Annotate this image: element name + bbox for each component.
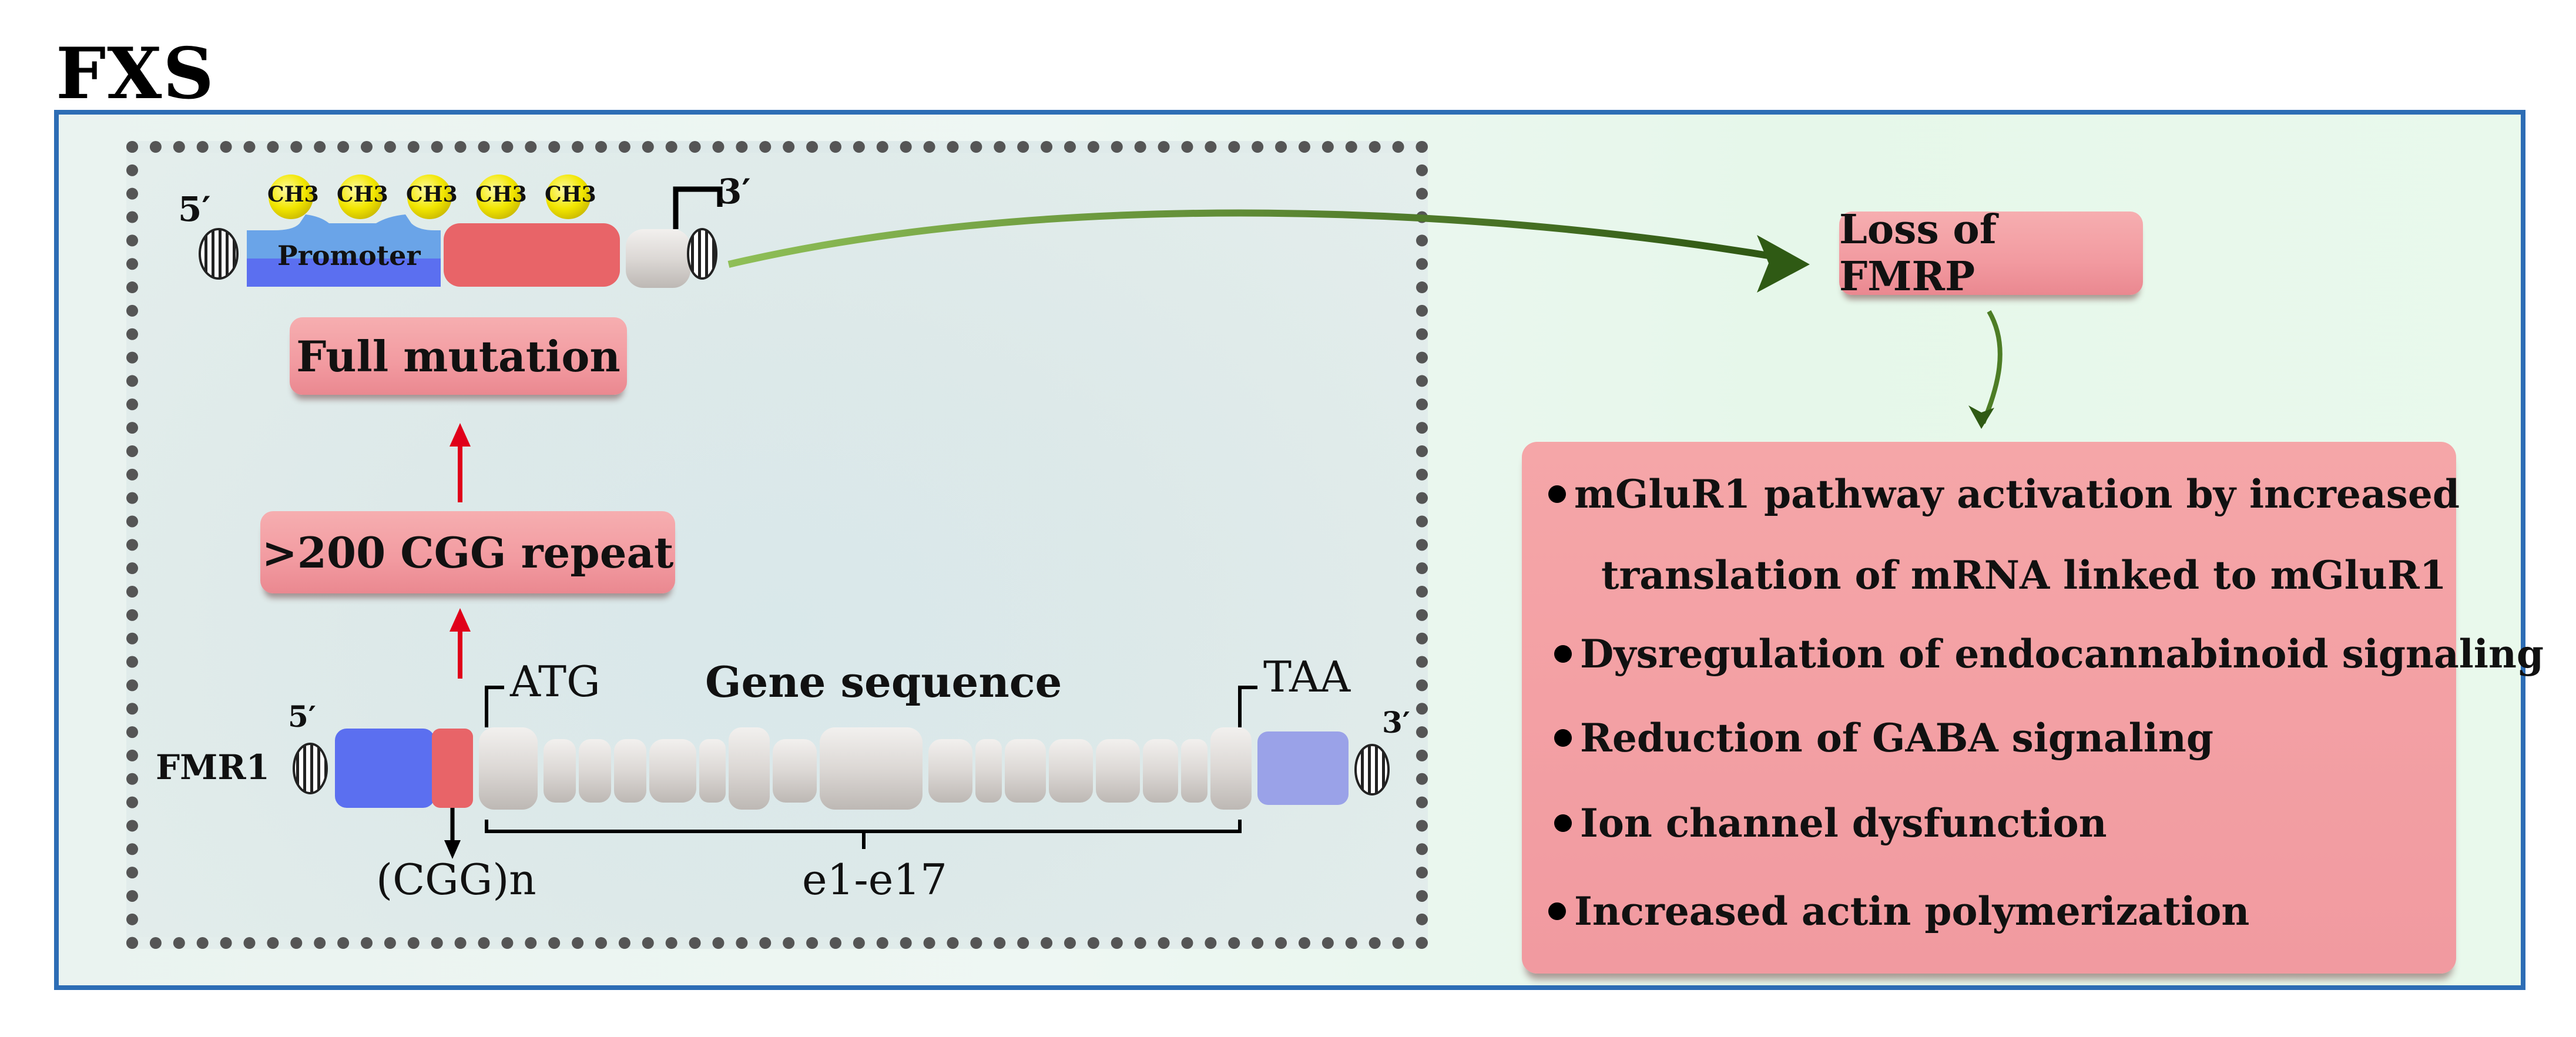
effect-item: Reduction of GABA signaling: [1554, 715, 2213, 761]
effect-text: Increased actin polymerization: [1574, 888, 2250, 934]
taa-marker: [1238, 686, 1257, 727]
cgg-repeat-box: >200 CGG repeat: [260, 511, 675, 593]
full-mutation-label: Full mutation: [296, 331, 620, 381]
helix-cap-right-top: [687, 228, 717, 280]
cgg-arrow-head: [444, 840, 461, 859]
methyl-label: CH3: [406, 182, 458, 207]
five-prime-bottom: 5′: [288, 699, 316, 734]
atg-label: ATG: [510, 657, 601, 706]
cgg-repeat-label: >200 CGG repeat: [261, 527, 674, 578]
arrow-head-small: [1968, 405, 1994, 429]
arrow-to-loss-fmrp: [727, 209, 1787, 268]
arrow-to-effects: [1981, 310, 2003, 424]
methyl-label: CH3: [475, 182, 527, 207]
cgg-segment: [432, 729, 473, 808]
methyl-ball: [269, 174, 313, 219]
effect-text: Ion channel dysfunction: [1580, 800, 2107, 846]
five-prime-top: 5′: [178, 189, 211, 229]
methyl-ball: [407, 174, 452, 219]
methyl-groups: [269, 174, 591, 219]
bullet-dot: [1548, 485, 1566, 503]
taa-label: TAA: [1263, 652, 1351, 702]
loss-fmrp-box: Loss of FMRP: [1839, 206, 2143, 300]
exons-label: e1-e17: [802, 855, 947, 904]
exon-bracket: [485, 820, 1242, 849]
gene-name: FMR1: [156, 747, 270, 787]
helix-cap-left-bottom: [293, 743, 328, 794]
methyl-label: CH3: [545, 182, 596, 207]
grey-segment-top: [626, 229, 690, 288]
effect-text: Reduction of GABA signaling: [1580, 715, 2214, 761]
cgg-n-label: (CGG)n: [376, 855, 536, 904]
figure-title: FXS: [56, 32, 215, 115]
promoter-bottom: [247, 259, 441, 287]
methyl-ball: [338, 174, 383, 219]
effects-panel: mGluR1 pathway activation by increased t…: [1522, 442, 2544, 974]
helix-cap-left-top: [199, 228, 239, 280]
promoter-segment-bottom: [335, 729, 435, 808]
three-prime-bottom: 3′: [1382, 705, 1410, 740]
bullet-dot: [1554, 729, 1572, 747]
bullet-dot: [1554, 814, 1572, 832]
effect-text: mGluR1 pathway activation by increased: [1574, 471, 2460, 517]
promoter-label: Promoter: [277, 240, 421, 271]
effect-text: translation of mRNA linked to mGluR1: [1601, 552, 2447, 598]
three-prime-top: 3′: [718, 172, 751, 212]
utr-segment: [1257, 731, 1349, 805]
loss-fmrp-label: Loss of FMRP: [1839, 206, 1997, 300]
bullet-dot: [1554, 645, 1572, 663]
methyl-label: CH3: [267, 182, 319, 207]
methyl-label: CH3: [337, 182, 388, 207]
effect-item: Ion channel dysfunction: [1554, 800, 2107, 846]
red-segment-top: [444, 223, 620, 287]
atg-marker: [485, 686, 504, 727]
methyl-ball: [477, 174, 521, 219]
helix-cap-right-bottom: [1354, 744, 1390, 796]
red-arrow-head-2: [450, 423, 471, 447]
methyl-ball: [546, 174, 591, 219]
effect-item: Increased actin polymerization: [1548, 888, 2249, 934]
full-mutation-box: Full mutation: [290, 317, 627, 395]
bullet-dot: [1548, 902, 1566, 920]
effect-item-continued: translation of mRNA linked to mGluR1: [1601, 552, 2447, 598]
gene-sequence-label: Gene sequence: [705, 657, 1062, 707]
exon-track: [479, 727, 1252, 810]
red-arrow-head-1: [450, 608, 471, 632]
effect-item: Dysregulation of endocannabinoid signali…: [1554, 631, 2544, 677]
tss-marker: [673, 186, 723, 229]
effect-text: Dysregulation of endocannabinoid signali…: [1580, 631, 2544, 677]
arrow-head-green: [1757, 235, 1810, 293]
effect-item: mGluR1 pathway activation by increased: [1548, 471, 2460, 517]
